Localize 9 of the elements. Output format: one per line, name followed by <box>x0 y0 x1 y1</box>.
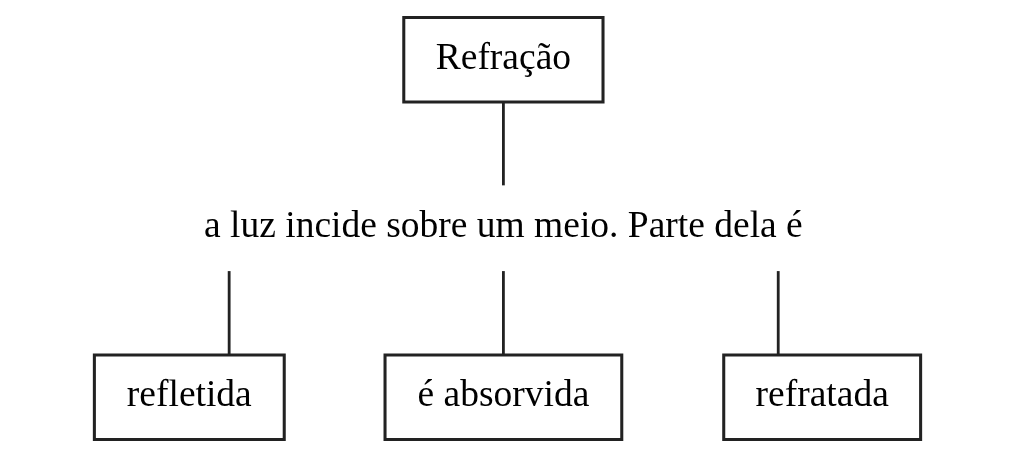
connector <box>776 271 780 355</box>
connector <box>502 102 505 186</box>
connector <box>502 271 505 355</box>
node-box: é absorvida <box>383 353 624 441</box>
node-box: refletida <box>92 353 286 441</box>
node-box: Refração <box>402 16 605 104</box>
connector <box>227 271 231 355</box>
node-text: a luz incide sobre um meio. Parte dela é <box>204 204 803 246</box>
node-box: refratada <box>722 353 923 441</box>
